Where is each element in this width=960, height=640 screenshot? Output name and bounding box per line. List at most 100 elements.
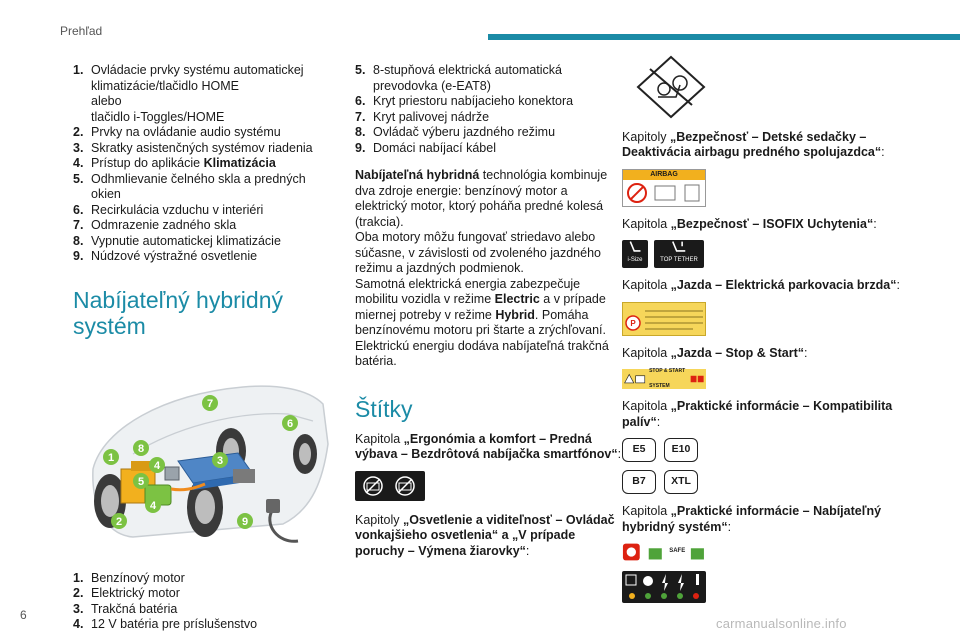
list-item: 6.Recirkulácia vzduchu v interiéri — [73, 203, 338, 219]
engine-icon — [690, 375, 704, 383]
label-icons-charging-1: SAFE — [622, 541, 904, 563]
item-text: Recirkulácia vzduchu v interiéri — [91, 202, 264, 217]
body-text: . Pomáha benzínovému motoru pri štarte a… — [355, 307, 606, 338]
parking-brake-label: P — [622, 301, 706, 336]
label-icons-wireless-charger — [355, 470, 623, 501]
charging-step-icon — [648, 548, 662, 560]
item-number: 1. — [73, 570, 84, 585]
label-icons-airbag: AIRBAG — [622, 168, 904, 207]
controls-list: 1. Ovládacie prvky systému automatickej … — [73, 63, 338, 265]
charging-safe-icon — [691, 548, 705, 560]
list-item: 3.Trakčná batéria — [73, 602, 338, 618]
callout-8: 8 — [138, 443, 144, 455]
list-item: 7. Odmrazenie zadného skla — [73, 218, 338, 234]
item-number: 4. — [73, 156, 84, 170]
wireless-charger-label — [355, 470, 425, 501]
label-chapter-fuel: Kapitola „Praktické informácie – Kompati… — [622, 399, 893, 429]
item-text: Odmrazenie zadného skla — [91, 218, 237, 232]
parts-list-continued: 5. 8-stupňová elektrická automatická pre… — [355, 63, 623, 156]
list-item: 4.Prístup do aplikácie Klimatizácia — [73, 156, 338, 172]
item-text: Kryt palivovej nádrže — [373, 109, 490, 124]
callout-6: 6 — [287, 418, 293, 430]
item-text-line: klimatizácie/tlačidlo HOME — [91, 78, 239, 93]
fuel-badge-b7: B7 — [622, 470, 656, 494]
no-card-icon — [363, 475, 415, 496]
callout-7: 7 — [207, 398, 213, 410]
bold-text: Hybrid — [495, 307, 535, 322]
item-number: 8. — [355, 125, 366, 139]
hybrid-car-illustration: 7 6 8 1 4 3 5 4 2 9 — [73, 359, 338, 559]
item-text: Prístup do aplikácie — [91, 156, 204, 170]
item-text: Elektrický motor — [91, 586, 180, 600]
bold-text: Electric — [494, 292, 540, 306]
header-accent-bar — [488, 34, 960, 40]
item-text-line: alebo — [91, 94, 122, 108]
item-number: 8. — [73, 233, 84, 248]
list-item: 8. Vypnutie automatickej klimatizácie — [73, 234, 338, 250]
list-item: 2.Prvky na ovládanie audio systému — [73, 125, 338, 141]
list-item: 8.Ovládač výberu jazdného režimu — [355, 125, 623, 141]
hybrid-paragraph: Oba motory môžu fungovať striedavo alebo… — [355, 230, 601, 275]
list-item: 1. Ovládacie prvky systému automatickej … — [73, 63, 338, 125]
isize-label: i-Size — [622, 240, 648, 268]
item-number: 9. — [355, 140, 366, 155]
watermark: carmanualsonline.info — [716, 616, 847, 631]
charging-label-2 — [622, 571, 706, 603]
airbag-warning-label: AIRBAG — [622, 168, 706, 207]
stop-start-label: STOP & START SYSTEM — [622, 368, 706, 389]
airbag-label-text: AIRBAG — [623, 169, 705, 180]
svg-text:P: P — [630, 319, 636, 328]
item-text-line: Ovládacie prvky systému automatickej — [91, 63, 304, 77]
callout-4-bottom: 4 — [150, 500, 157, 512]
item-text: Vypnutie automatickej klimatizácie — [91, 233, 281, 248]
column-right: Kapitoly „Bezpečnosť – Detské sedačky – … — [622, 55, 904, 603]
label-icons-isofix: i-Size TOP TETHER — [622, 240, 904, 268]
label-icons-stop-start: STOP & START SYSTEM — [622, 368, 904, 389]
item-number: 2. — [73, 586, 84, 600]
item-text: Trakčná batéria — [91, 601, 178, 616]
item-number: 4. — [73, 617, 84, 631]
item-text: Skratky asistenčných systémov riadenia — [91, 140, 313, 155]
list-item: 9.Domáci nabíjací kábel — [355, 141, 623, 157]
item-number: 9. — [73, 249, 84, 263]
item-number: 5. — [73, 171, 84, 186]
fuel-badges-row-1: E5 E10 — [622, 438, 904, 462]
item-text: Kryt priestoru nabíjacieho konektora — [373, 94, 574, 108]
callout-1: 1 — [108, 452, 114, 464]
section-title-labels: Štítky — [355, 395, 413, 422]
list-item: 4.12 V batéria pre príslušenstvo — [73, 617, 338, 633]
item-text: Benzínový motor — [91, 570, 185, 585]
item-number: 3. — [73, 140, 84, 155]
list-item: 5.Odhmlievanie čelného skla a predných o… — [73, 172, 338, 203]
warning-triangle-icon — [624, 373, 646, 384]
list-item: 3. Skratky asistenčných systémov riadenia — [73, 141, 338, 157]
column-middle: 5. 8-stupňová elektrická automatická pre… — [355, 63, 623, 559]
label-chapter-isofix: Kapitola „Bezpečnosť – ISOFIX Uchytenia“… — [622, 216, 877, 231]
no-child-seat-icon — [636, 55, 706, 119]
tether-icon — [672, 241, 686, 252]
item-number: 5. — [355, 63, 366, 77]
item-text-line: 8-stupňová elektrická automatická — [373, 63, 562, 77]
item-text: Núdzové výstražné osvetlenie — [91, 249, 258, 263]
callout-3: 3 — [217, 455, 223, 467]
page-number: 6 — [20, 608, 27, 622]
fuel-badge-e5: E5 — [622, 438, 656, 462]
item-number: 7. — [73, 218, 84, 232]
fuel-badge-xtl: XTL — [664, 470, 698, 494]
label-chapter-parking-brake: Kapitola „Jazda – Elektrická parkovacia … — [622, 278, 900, 292]
list-item: 2. Elektrický motor — [73, 586, 338, 602]
label-chapter-safety: Kapitoly „Bezpečnosť – Detské sedačky – … — [622, 129, 885, 160]
list-item: 5. 8-stupňová elektrická automatická pre… — [355, 63, 623, 94]
charging-plug-icon — [622, 543, 640, 561]
header-title: Prehľad — [60, 24, 103, 38]
hybrid-paragraph: Elektrickú energiu dodáva nabíjateľná tr… — [355, 338, 609, 369]
top-tether-label: TOP TETHER — [654, 240, 704, 268]
label-chapter-charging: Kapitola „Praktické informácie – Nabíjat… — [622, 504, 882, 534]
label-chapter-stop-start: Kapitola „Jazda – Stop & Start“: — [622, 345, 808, 360]
callout-4-top: 4 — [154, 460, 161, 472]
callout-2: 2 — [116, 516, 122, 528]
child-seat-icon — [629, 241, 641, 252]
car-diagram: 7 6 8 1 4 3 5 4 2 9 — [92, 384, 329, 543]
callout-5: 5 — [138, 476, 144, 488]
item-number: 2. — [73, 125, 84, 139]
